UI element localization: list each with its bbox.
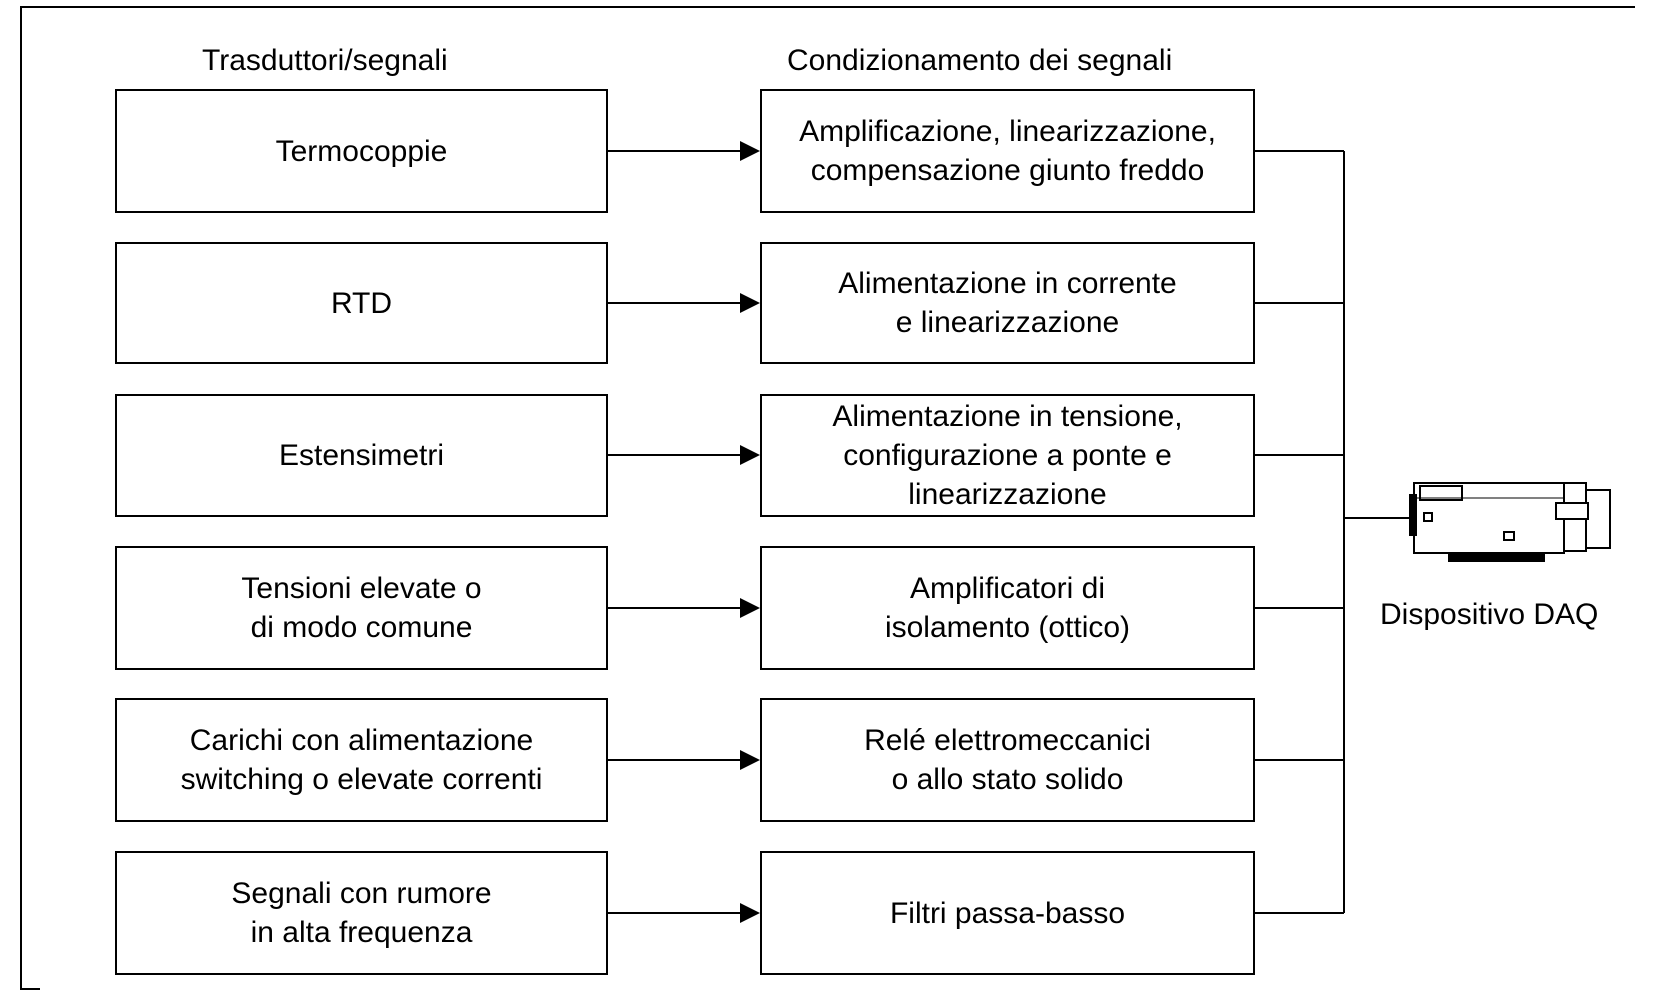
heading-conditioning: Condizionamento dei segnali: [787, 44, 1173, 77]
daq-device-icon: [1409, 482, 1611, 562]
conditioning-label: Alimentazione in tensione, configurazion…: [832, 400, 1183, 511]
conditioning-box-lowpass: Filtri passa-basso: [760, 851, 1255, 975]
transducer-label: Carichi con alimentazione switching o el…: [180, 724, 543, 796]
conditioning-box-thermocouples: Amplificazione, linearizzazione, compens…: [760, 89, 1255, 213]
diagram-frame: [20, 6, 1635, 990]
daq-device-label: Dispositivo DAQ: [1380, 598, 1599, 631]
transducer-label: RTD: [330, 286, 393, 320]
transducer-box-high-voltage: Tensioni elevate o di modo comune: [115, 546, 608, 670]
transducer-label: Termocoppie: [275, 134, 448, 168]
conditioning-label: Alimentazione in corrente e linearizzazi…: [838, 267, 1177, 339]
conditioning-box-strain-gauges: Alimentazione in tensione, configurazion…: [760, 394, 1255, 517]
conditioning-box-rtd: Alimentazione in corrente e linearizzazi…: [760, 242, 1255, 364]
conditioning-label: Relé elettromeccanici o allo stato solid…: [864, 724, 1151, 796]
transducer-box-thermocouples: Termocoppie: [115, 89, 608, 213]
transducer-box-switching-loads: Carichi con alimentazione switching o el…: [115, 698, 608, 822]
conditioning-label: Amplificatori di isolamento (ottico): [884, 572, 1131, 644]
transducer-box-hf-noise: Segnali con rumore in alta frequenza: [115, 851, 608, 975]
conditioning-label: Amplificazione, linearizzazione, compens…: [799, 115, 1216, 187]
transducer-label: Segnali con rumore in alta frequenza: [231, 877, 492, 949]
conditioning-box-relays: Relé elettromeccanici o allo stato solid…: [760, 698, 1255, 822]
heading-transducers: Trasduttori/segnali: [202, 44, 448, 77]
transducer-box-rtd: RTD: [115, 242, 608, 364]
conditioning-box-isolation: Amplificatori di isolamento (ottico): [760, 546, 1255, 670]
transducer-label: Estensimetri: [278, 439, 445, 472]
transducer-box-strain-gauges: Estensimetri: [115, 394, 608, 517]
frame-corner: [20, 988, 40, 990]
transducer-label: Tensioni elevate o di modo comune: [241, 572, 482, 644]
conditioning-label: Filtri passa-basso: [889, 896, 1126, 930]
